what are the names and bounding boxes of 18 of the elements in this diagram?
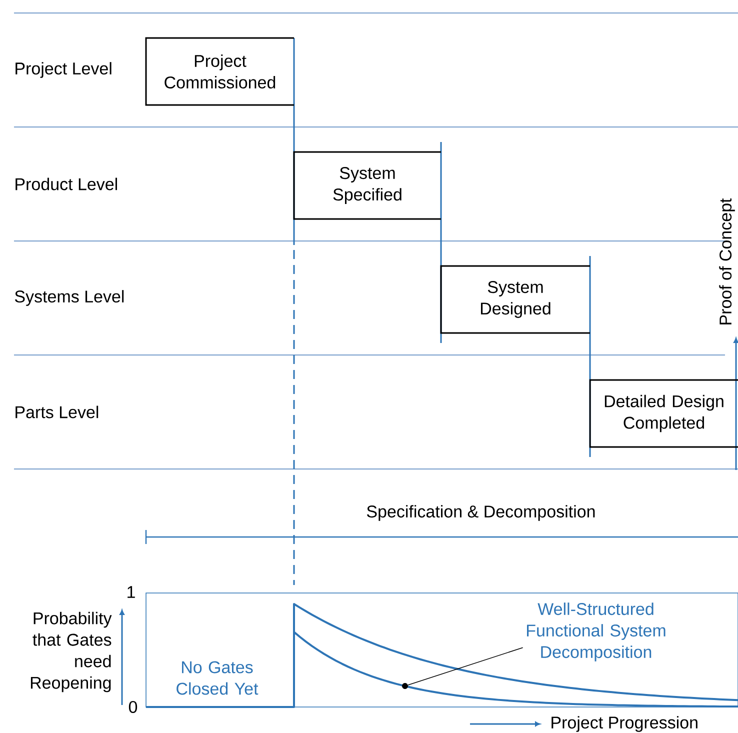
region-label: No Gates Closed Yet [176, 661, 258, 695]
stage-box: System Specified [293, 151, 441, 220]
axis-tick-label: 0 [128, 700, 138, 714]
curve-label: Well-Structured Functional System Decomposition [527, 602, 666, 662]
stage-box: Project Commissioned [145, 37, 294, 106]
axis-label: Project Progression [552, 716, 698, 732]
curve-point [402, 683, 408, 689]
phase-label: Specification & Decomposition [366, 505, 595, 521]
level-label: Parts Level [16, 406, 98, 418]
axis-tick-label: 1 [128, 586, 135, 598]
stage-box: Detailed Design Completed [589, 379, 738, 448]
level-label: Product Level [16, 178, 117, 190]
level-label: Systems Level [14, 290, 124, 306]
level-label: Project Level [16, 62, 112, 78]
leader-line [408, 647, 524, 686]
axis-label: Probability that Gates need Reopening [30, 612, 112, 692]
milestone-label: Proof of Concept [719, 198, 735, 324]
stage-box: System Designed [440, 265, 590, 334]
